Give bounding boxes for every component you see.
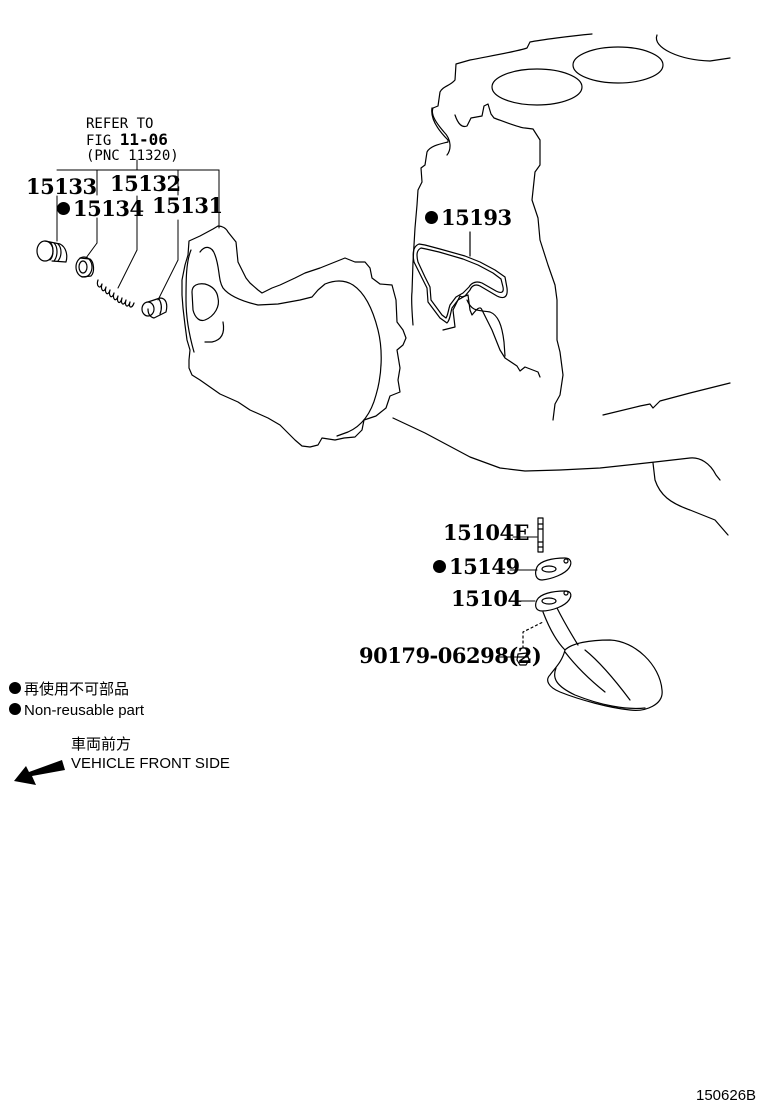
legend-direction-en: VEHICLE FRONT SIDE xyxy=(71,755,230,772)
crankcase-rear-flange xyxy=(652,462,729,536)
callout-15131[interactable]: 15131 xyxy=(152,193,223,218)
block-top-edge xyxy=(431,33,593,156)
reference-line-1: REFER TO xyxy=(86,116,154,132)
callout-15104[interactable]: 15104 xyxy=(451,586,522,611)
non-reusable-dot-icon xyxy=(9,682,21,695)
arrow-left-icon xyxy=(14,760,65,785)
leader-lines xyxy=(56,159,538,658)
valve-15131-shape xyxy=(141,297,168,319)
callout-90179-06298[interactable]: 90179-06298(2) xyxy=(359,643,542,668)
callout-15104E[interactable]: 15104E xyxy=(443,520,530,545)
reference-note: REFER TO FIG 11-06 (PNC 11320) xyxy=(86,117,179,164)
legend-non-reusable-en: Non-reusable part xyxy=(9,703,144,718)
pump-cover-boss xyxy=(191,283,220,322)
non-reusable-dot-icon xyxy=(433,560,446,573)
plug-15133-shape xyxy=(36,240,68,263)
callout-15193[interactable]: 15193 xyxy=(425,207,512,228)
cylinder-bore-2 xyxy=(572,46,664,84)
legend-direction-jp: 車両前方 xyxy=(71,736,132,753)
pump-cover-bore xyxy=(199,246,382,437)
legend-non-reusable-jp: 再使用不可部品 xyxy=(9,682,129,697)
block-left-contour xyxy=(410,107,449,326)
nut-90179-06298-shape xyxy=(516,652,530,666)
cylinder-bore-3 xyxy=(655,34,731,62)
block-inner-ridge xyxy=(454,103,564,421)
crankcase-skirt-upper xyxy=(602,382,731,416)
reference-line-2: FIG 11-06 xyxy=(86,130,168,149)
gasket-15134-shape xyxy=(75,256,95,278)
block-lower-notch xyxy=(442,294,541,378)
reference-figure-number: 11-06 xyxy=(119,130,168,149)
engine-block xyxy=(392,33,731,536)
nut-install-path xyxy=(522,621,544,649)
non-reusable-dot-icon xyxy=(425,211,438,224)
pump-cover-outline xyxy=(181,225,407,448)
stud-15104E-shape xyxy=(537,517,544,553)
callout-15132[interactable]: 15132 xyxy=(110,171,181,196)
gasket-15149-shape xyxy=(535,557,572,581)
strainer-15104-shape xyxy=(535,590,663,711)
gasket-15193-shape xyxy=(412,231,508,324)
pump-cover-inner-flange xyxy=(185,249,195,353)
cylinder-bore-1 xyxy=(491,68,583,106)
oil-pump-cover xyxy=(181,225,407,448)
pump-cover-boss-arc xyxy=(204,321,225,343)
block-lower-bump xyxy=(466,299,506,357)
callout-15149[interactable]: 15149 xyxy=(433,556,520,577)
non-reusable-dot-icon xyxy=(9,703,21,716)
non-reusable-dot-icon xyxy=(57,202,70,215)
reference-line-3: (PNC 11320) xyxy=(86,148,179,164)
crankcase-skirt-lower xyxy=(392,417,721,481)
callout-15134[interactable]: 15134 xyxy=(57,198,144,219)
figure-id: 150626B xyxy=(696,1087,757,1104)
spring-15132-shape xyxy=(96,279,135,308)
relief-valve-set xyxy=(36,240,168,319)
callout-15133[interactable]: 15133 xyxy=(26,174,97,199)
oil-strainer-assembly xyxy=(516,517,663,711)
